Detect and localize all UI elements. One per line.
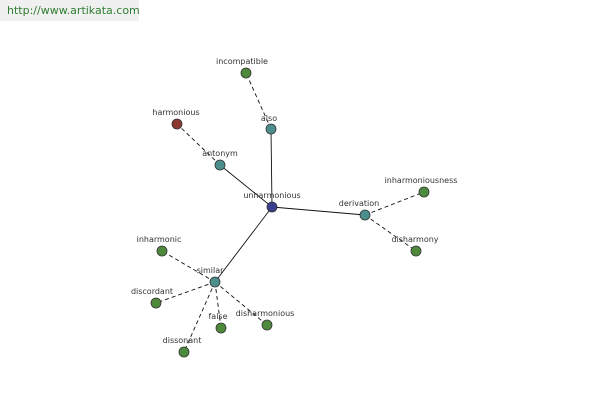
center-label[interactable]: unharmonious xyxy=(243,191,300,200)
term-dot[interactable] xyxy=(215,322,227,334)
relation-node-also[interactable]: also xyxy=(261,114,277,135)
term-label[interactable]: harmonious xyxy=(152,108,199,117)
edge-derivation-disharmony xyxy=(364,214,417,252)
edge-similar-inharmonic xyxy=(161,250,216,283)
relation-dot[interactable] xyxy=(359,209,371,221)
term-label[interactable]: false xyxy=(208,312,227,321)
term-node-disharmonious[interactable]: disharmonious xyxy=(236,309,295,331)
term-label[interactable]: disharmony xyxy=(391,235,438,244)
term-dot[interactable] xyxy=(178,346,190,358)
graph-edges xyxy=(155,72,425,353)
site-url-link[interactable]: http://www.artikata.com xyxy=(7,4,140,17)
term-dot[interactable] xyxy=(150,297,162,309)
edge-unharmonious-similar xyxy=(214,206,273,283)
term-node-incompatible[interactable]: incompatible xyxy=(216,57,268,79)
relation-label[interactable]: also xyxy=(261,114,277,123)
term-dot[interactable] xyxy=(418,186,430,198)
term-label[interactable]: dissonant xyxy=(163,336,202,345)
relation-dot[interactable] xyxy=(265,123,277,135)
term-node-dissonant[interactable]: dissonant xyxy=(163,336,202,358)
relation-label[interactable]: antonym xyxy=(202,149,238,158)
url-banner: http://www.artikata.com xyxy=(0,0,140,21)
term-dot[interactable] xyxy=(240,67,252,79)
term-node-inharmonic[interactable]: inharmonic xyxy=(137,235,182,257)
term-dot[interactable] xyxy=(156,245,168,257)
term-node-discordant[interactable]: discordant xyxy=(131,287,173,309)
center-dot[interactable] xyxy=(266,201,278,213)
term-dot[interactable] xyxy=(410,245,422,257)
edge-antonym-harmonious xyxy=(176,123,221,166)
edge-similar-dissonant xyxy=(183,281,216,353)
center-node-unharmonious[interactable]: unharmonious xyxy=(243,191,301,213)
term-dot[interactable] xyxy=(171,118,183,130)
term-node-inharmoniousness[interactable]: inharmoniousness xyxy=(385,176,458,198)
relation-node-derivation[interactable]: derivation xyxy=(339,199,379,221)
graph-nodes: incompatible harmonious inharmoniousness di… xyxy=(131,57,458,358)
edge-also-incompatible xyxy=(245,72,272,130)
relation-dot[interactable] xyxy=(214,159,226,171)
term-label[interactable]: inharmonic xyxy=(137,235,182,244)
term-label[interactable]: incompatible xyxy=(216,57,268,66)
term-node-harmonious[interactable]: harmonious xyxy=(152,108,200,130)
edge-similar-false xyxy=(214,281,222,329)
edge-unharmonious-derivation xyxy=(271,206,366,216)
relation-node-antonym[interactable]: antonym xyxy=(202,149,238,171)
relation-label[interactable]: similar xyxy=(197,266,225,275)
term-node-false[interactable]: false xyxy=(208,312,228,334)
edge-derivation-inharmoniousness xyxy=(364,191,425,216)
relation-node-similar[interactable]: similar xyxy=(197,266,225,288)
term-label[interactable]: discordant xyxy=(131,287,173,296)
term-dot[interactable] xyxy=(261,319,273,331)
term-node-disharmony[interactable]: disharmony xyxy=(391,235,439,257)
edge-similar-disharmonious xyxy=(214,281,268,326)
edge-similar-discordant xyxy=(155,281,216,304)
edge-unharmonious-also xyxy=(270,128,273,208)
term-label[interactable]: inharmoniousness xyxy=(385,176,458,185)
relation-label[interactable]: derivation xyxy=(339,199,379,208)
term-label[interactable]: disharmonious xyxy=(236,309,295,318)
edge-unharmonious-antonym xyxy=(219,164,273,208)
relation-dot[interactable] xyxy=(209,276,221,288)
